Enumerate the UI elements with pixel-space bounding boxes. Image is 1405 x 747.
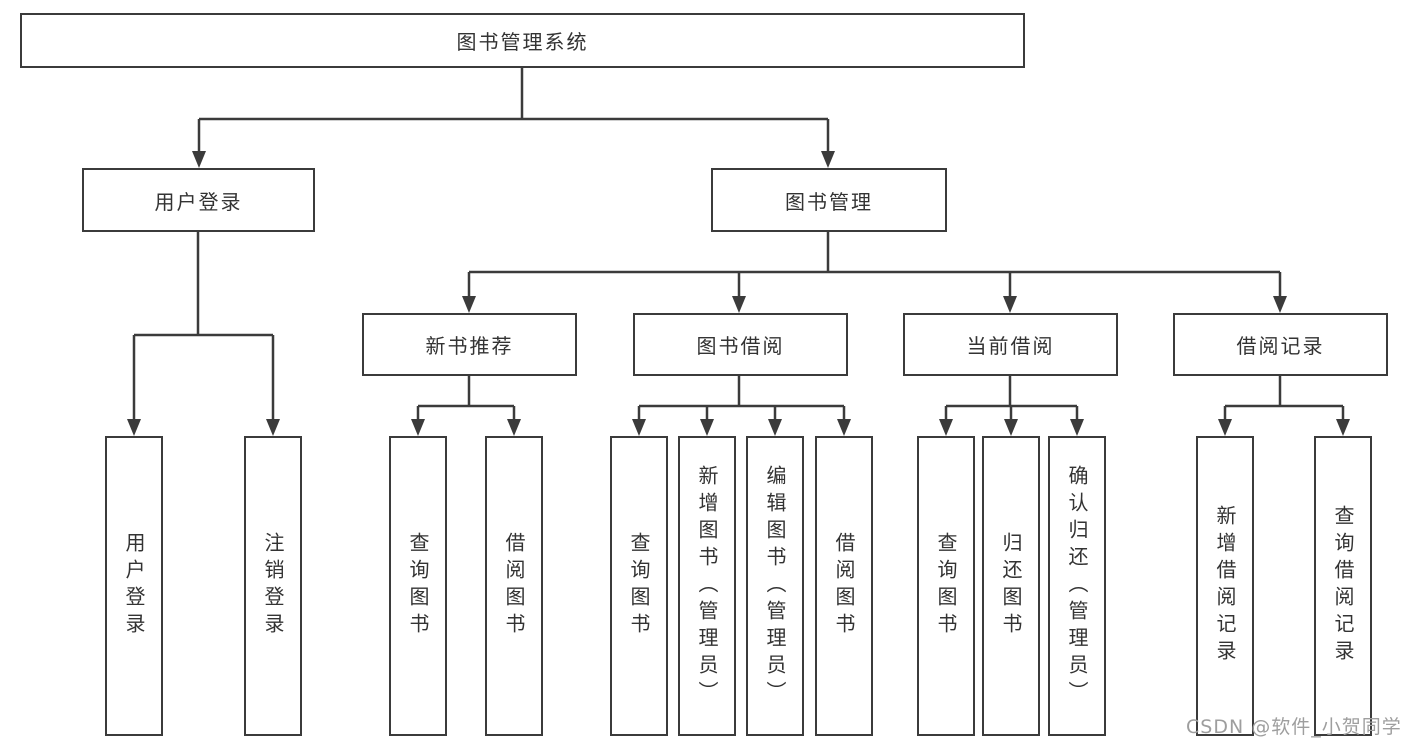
leaf-label: 编辑图书（管理员） [763, 464, 787, 708]
leaf-query-books-current: 查询图书 [917, 436, 975, 736]
node-label: 当前借阅 [966, 334, 1055, 358]
arrowhead-icon [700, 419, 714, 436]
arrowhead-icon [462, 296, 476, 313]
connector-current-borrow [944, 376, 1079, 420]
node-label: 借阅记录 [1236, 334, 1325, 358]
leaf-label: 借阅图书 [502, 532, 526, 640]
connector-new-book-recommend [416, 376, 516, 420]
leaf-add-books-admin: 新增图书（管理员） [678, 436, 736, 736]
arrowhead-icon [632, 419, 646, 436]
leaf-user-login: 用户登录 [105, 436, 163, 736]
leaf-label: 借阅图书 [832, 532, 856, 640]
node-label: 图书管理 [785, 189, 873, 214]
leaf-label: 注销登录 [261, 532, 285, 640]
leaf-edit-books-admin: 编辑图书（管理员） [746, 436, 804, 736]
arrowhead-icon [1218, 419, 1232, 436]
node-new-book-recommend: 新书推荐 [362, 313, 577, 376]
leaf-label: 查询图书 [627, 532, 651, 640]
leaf-logout: 注销登录 [244, 436, 302, 736]
leaf-add-borrow-record: 新增借阅记录 [1196, 436, 1254, 736]
arrowhead-icon [939, 419, 953, 436]
arrowhead-icon [411, 419, 425, 436]
node-label: 用户登录 [154, 189, 243, 214]
leaf-label: 归还图书 [999, 532, 1023, 640]
arrowhead-icon [1070, 419, 1084, 436]
node-label: 图书管理系统 [456, 30, 589, 54]
arrowhead-icon [1336, 419, 1350, 436]
arrowhead-icon [266, 419, 280, 436]
node-label: 新书推荐 [425, 334, 514, 358]
node-current-borrow: 当前借阅 [903, 313, 1118, 376]
connector-user-login [132, 232, 275, 420]
arrowhead-icon [732, 296, 746, 313]
arrowhead-icon [127, 419, 141, 436]
leaf-label: 查询图书 [406, 532, 430, 640]
node-book-management: 图书管理 [711, 168, 947, 232]
arrowhead-icon [192, 151, 206, 168]
arrowhead-icon [1004, 419, 1018, 436]
leaf-label: 查询借阅记录 [1331, 505, 1355, 667]
leaf-query-books-borrow: 查询图书 [610, 436, 668, 736]
arrowhead-icon [821, 151, 835, 168]
arrowhead-icon [507, 419, 521, 436]
leaf-return-books: 归还图书 [982, 436, 1040, 736]
leaf-borrow-books: 借阅图书 [815, 436, 873, 736]
leaf-label: 确认归还（管理员） [1065, 464, 1089, 708]
arrowhead-icon [768, 419, 782, 436]
leaf-label: 新增借阅记录 [1213, 505, 1237, 667]
leaf-label: 新增图书（管理员） [695, 464, 719, 708]
leaf-confirm-return-admin: 确认归还（管理员） [1048, 436, 1106, 736]
connector-borrow-record [1223, 376, 1345, 420]
node-book-borrow: 图书借阅 [633, 313, 848, 376]
node-user-login: 用户登录 [82, 168, 315, 232]
leaf-label: 查询图书 [934, 532, 958, 640]
leaf-label: 用户登录 [122, 532, 146, 640]
connector-book-borrow [637, 376, 846, 420]
arrowhead-icon [1003, 296, 1017, 313]
connector-book-management [467, 232, 1282, 297]
csdn-watermark: CSDN @软件_小贺同学 [1186, 716, 1402, 738]
node-borrow-record: 借阅记录 [1173, 313, 1388, 376]
leaf-query-books-recommend: 查询图书 [389, 436, 447, 736]
node-label: 图书借阅 [696, 334, 785, 358]
node-library-management-system: 图书管理系统 [20, 13, 1025, 68]
leaf-query-borrow-record: 查询借阅记录 [1314, 436, 1372, 736]
connector-root [197, 68, 830, 152]
arrowhead-icon [837, 419, 851, 436]
arrowhead-icon [1273, 296, 1287, 313]
leaf-borrow-books-recommend: 借阅图书 [485, 436, 543, 736]
